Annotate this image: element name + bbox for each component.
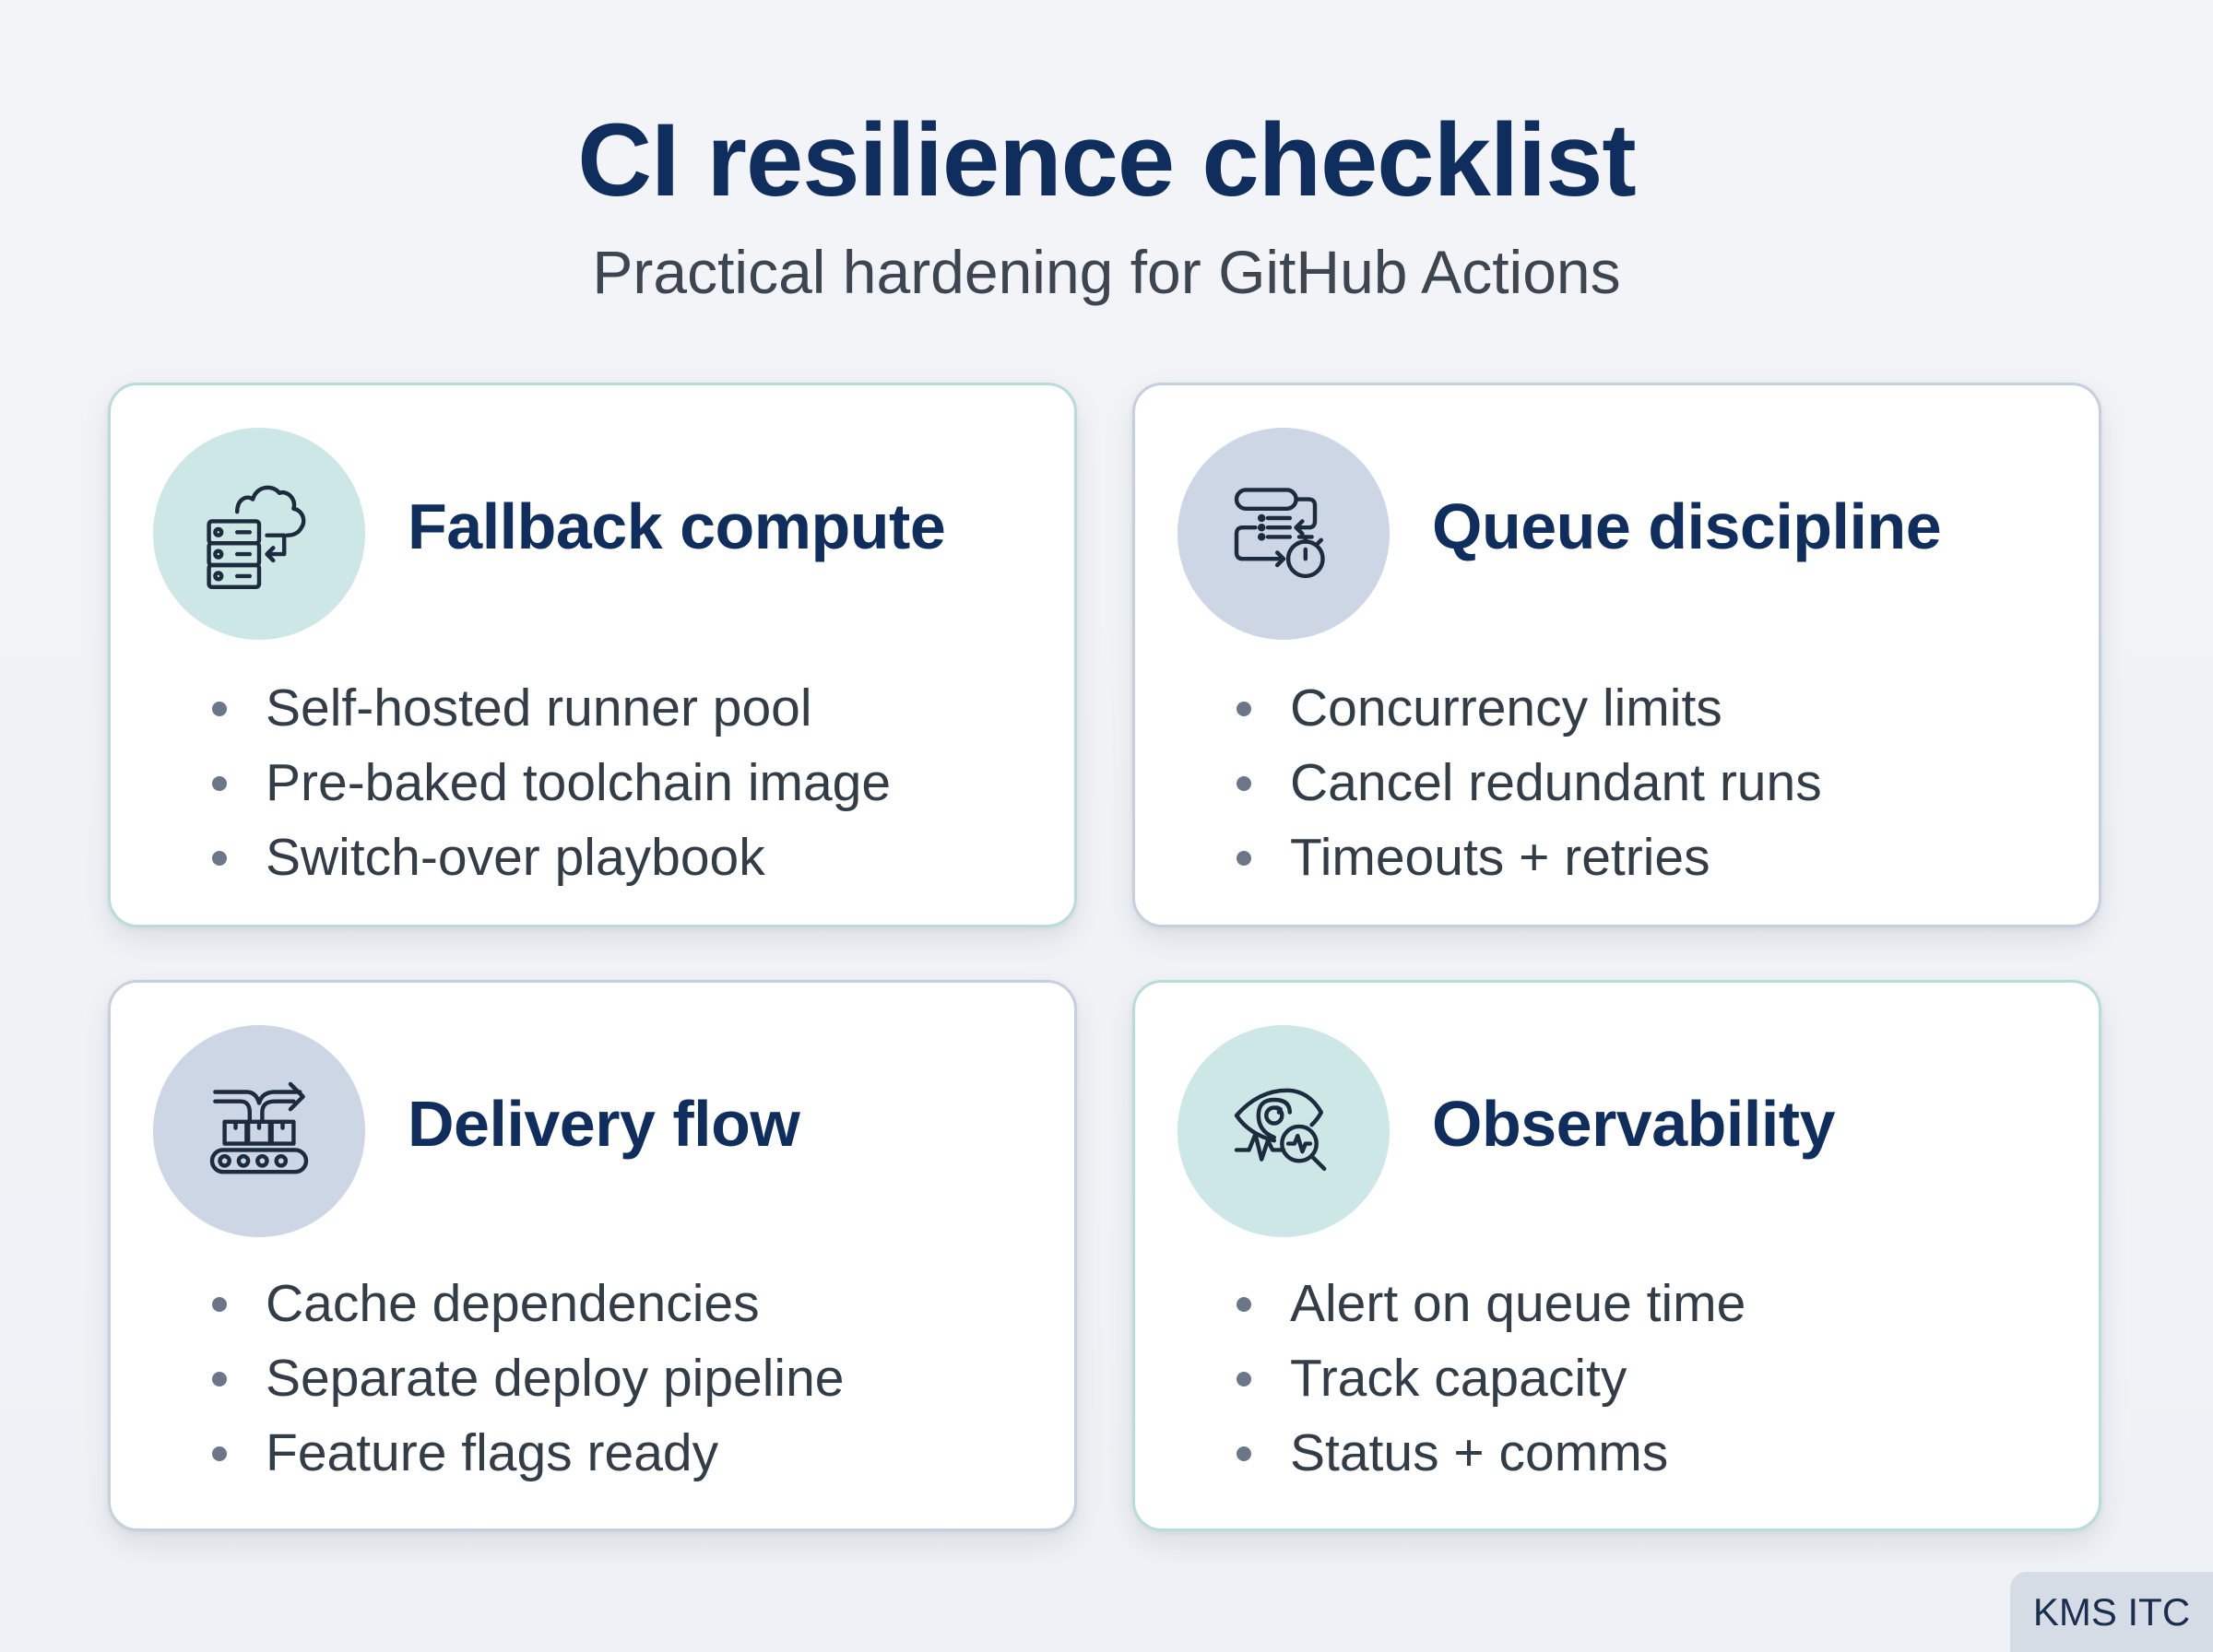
page-title: CI resilience checklist (577, 102, 1636, 218)
list-item-text: Self-hosted runner pool (266, 678, 812, 738)
card-observability: Observability Alert on queue time Track … (1132, 980, 2101, 1531)
list-item-text: Status + comms (1290, 1423, 1669, 1482)
card-heading: Delivery flow (408, 1088, 800, 1160)
list-item: Self-hosted runner pool (212, 671, 891, 746)
bullet-dot-icon (212, 776, 227, 791)
list-item-text: Pre-baked toolchain image (266, 753, 892, 812)
bullet-dot-icon (212, 1297, 227, 1312)
list-item: Alert on queue time (1237, 1267, 1746, 1341)
card-heading: Fallback compute (408, 490, 946, 562)
card-fallback-compute: Fallback compute Self-hosted runner pool… (108, 383, 1077, 927)
card-queue-discipline: Queue discipline Concurrency limits Canc… (1132, 383, 2101, 927)
bullet-list: Cache dependencies Separate deploy pipel… (212, 1267, 844, 1491)
bullet-dot-icon (1237, 1297, 1251, 1312)
bullet-dot-icon (1237, 702, 1251, 716)
bullet-dot-icon (1237, 1446, 1251, 1461)
list-item-text: Separate deploy pipeline (266, 1349, 845, 1408)
bullet-dot-icon (212, 1372, 227, 1386)
page-subtitle: Practical hardening for GitHub Actions (592, 238, 1621, 306)
list-item: Concurrency limits (1237, 671, 1822, 746)
queue-timer-icon (1178, 428, 1390, 640)
card-heading: Observability (1432, 1088, 1836, 1160)
bullet-dot-icon (212, 702, 227, 716)
bullet-list: Alert on queue time Track capacity Statu… (1237, 1267, 1746, 1491)
bullet-dot-icon (1237, 1372, 1251, 1386)
bullet-dot-icon (212, 1446, 227, 1461)
list-item-text: Alert on queue time (1290, 1274, 1746, 1333)
list-item: Feature flags ready (212, 1416, 844, 1491)
list-item: Status + comms (1237, 1416, 1746, 1491)
list-item: Switch-over playbook (212, 820, 891, 895)
list-item-text: Cache dependencies (266, 1274, 760, 1333)
list-item-text: Timeouts + retries (1290, 828, 1710, 887)
list-item: Pre-baked toolchain image (212, 746, 891, 820)
server-cloud-failover-icon (153, 428, 365, 640)
list-item-text: Track capacity (1290, 1349, 1627, 1408)
list-item-text: Feature flags ready (266, 1423, 719, 1482)
eye-monitor-icon (1178, 1025, 1390, 1237)
list-item: Timeouts + retries (1237, 820, 1822, 895)
list-item: Separate deploy pipeline (212, 1341, 844, 1416)
list-item-text: Switch-over playbook (266, 828, 765, 887)
bullet-dot-icon (1237, 776, 1251, 791)
list-item-text: Concurrency limits (1290, 678, 1722, 738)
list-item: Cache dependencies (212, 1267, 844, 1341)
conveyor-belt-icon (153, 1025, 365, 1237)
card-delivery-flow: Delivery flow Cache dependencies Separat… (108, 980, 1077, 1531)
bullet-dot-icon (212, 851, 227, 866)
card-heading: Queue discipline (1432, 490, 1942, 562)
bullet-list: Concurrency limits Cancel redundant runs… (1237, 671, 1822, 895)
list-item-text: Cancel redundant runs (1290, 753, 1822, 812)
watermark-badge: KMS ITC (2010, 1572, 2213, 1652)
bullet-list: Self-hosted runner pool Pre-baked toolch… (212, 671, 891, 895)
bullet-dot-icon (1237, 851, 1251, 866)
list-item: Track capacity (1237, 1341, 1746, 1416)
list-item: Cancel redundant runs (1237, 746, 1822, 820)
